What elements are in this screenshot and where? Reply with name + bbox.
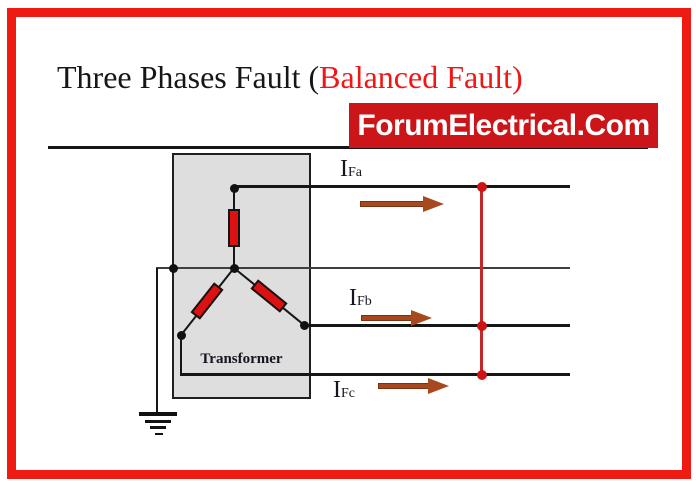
fault-point-phase-a [477, 182, 487, 192]
neutral-line [156, 267, 570, 269]
phase-a-line [234, 185, 570, 188]
node-dot-phase-c [176, 330, 186, 340]
node-dot-phase-a [229, 184, 239, 193]
watermark-text: ForumElectrical.Com [357, 108, 650, 142]
current-label-ifc: IFc [333, 377, 355, 403]
phase-c-line [181, 373, 570, 376]
page-title: Three Phases Fault (Balanced Fault) [57, 59, 523, 95]
current-arrow-ifa-icon [360, 195, 444, 212]
fault-point-phase-b [477, 321, 487, 331]
node-dot-phase-b [299, 320, 309, 330]
transformer-label: Transformer [200, 351, 283, 367]
ground-drop-line [156, 268, 158, 414]
node-dot-neutral-box-edge [168, 263, 178, 273]
phase-c-drop-line [180, 334, 182, 376]
phase-b-line [304, 324, 570, 327]
winding-phase-a [228, 209, 240, 247]
current-label-ifb: IFb [349, 285, 372, 311]
current-arrow-ifb-icon [361, 309, 432, 326]
bus-line [48, 146, 648, 149]
current-label-ifa: IFa [340, 156, 362, 182]
fault-point-phase-c [477, 370, 487, 380]
watermark-banner: ForumElectrical.Com [349, 103, 658, 148]
title-red-text: Balanced Fault) [319, 59, 523, 95]
node-dot-wye-centre [229, 263, 239, 273]
current-arrow-ifc-icon [378, 377, 449, 394]
fault-line [480, 186, 483, 377]
title-black-text: Three Phases Fault ( [57, 59, 320, 95]
